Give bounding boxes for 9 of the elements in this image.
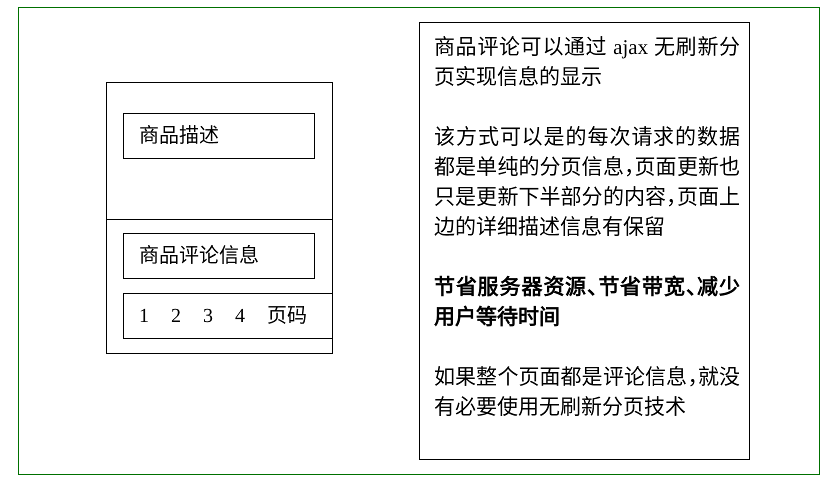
note-box (419, 22, 750, 460)
paragraph: 商品评论可以通过 ajax 无刷新分页实现信息的显示 (434, 34, 740, 91)
paragraph: 如果整个页面都是评论信息，就没有必要使用无刷新分页技术 (434, 364, 740, 421)
paragraph: 节省服务器资源、节省带宽、减少用户等待时间 (434, 274, 740, 331)
page-box (106, 82, 333, 354)
pagination-box: 1 2 3 4 页码 (123, 293, 333, 339)
section-box: 商品描述 (123, 113, 315, 159)
section-box: 商品评论信息 (123, 233, 315, 279)
paragraph: 该方式可以是的每次请求的数据都是单纯的分页信息，页面更新也只是更新下半部分的内容，页面上边的详细描述信息有保留 (434, 124, 740, 241)
